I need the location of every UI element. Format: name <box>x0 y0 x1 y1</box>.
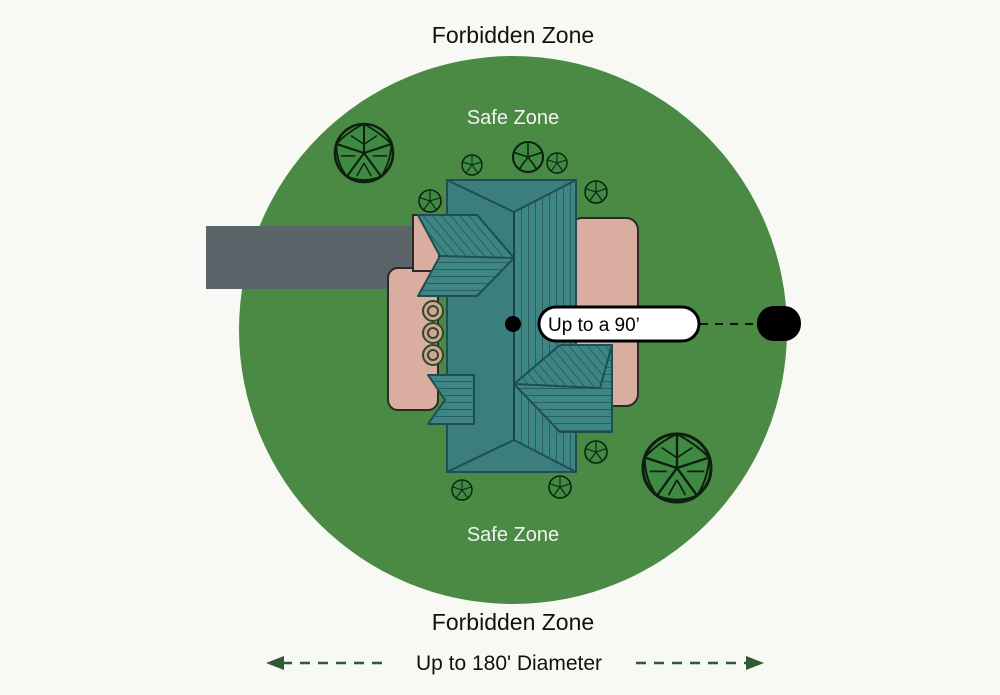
driveway <box>206 226 416 289</box>
shrub-icon <box>584 440 608 464</box>
shrub-icon <box>584 180 608 204</box>
shrub-icon <box>461 154 483 176</box>
arrow-left-icon <box>266 656 284 670</box>
shrub-icon <box>511 140 545 174</box>
shrub-icon <box>548 475 572 499</box>
forbidden-zone-bottom-label: Forbidden Zone <box>432 609 594 635</box>
center-point <box>505 316 521 332</box>
radius-label-box <box>537 305 701 343</box>
forbidden-zone-top-label: Forbidden Zone <box>432 22 594 48</box>
boundary-sensor-icon <box>757 306 801 341</box>
arrow-right-icon <box>746 656 764 670</box>
planters <box>422 300 444 366</box>
shrub-icon <box>546 152 568 174</box>
shrub-icon <box>418 189 442 213</box>
radius-label: Up to a 90’ <box>548 315 640 336</box>
shrub-icon <box>451 479 473 501</box>
tree-icon <box>641 432 713 504</box>
safe-zone-bottom-label: Safe Zone <box>467 524 559 546</box>
safe-zone-top-label: Safe Zone <box>467 107 559 129</box>
tree-icon <box>333 122 395 184</box>
diameter-label: Up to 180' Diameter <box>416 652 602 675</box>
